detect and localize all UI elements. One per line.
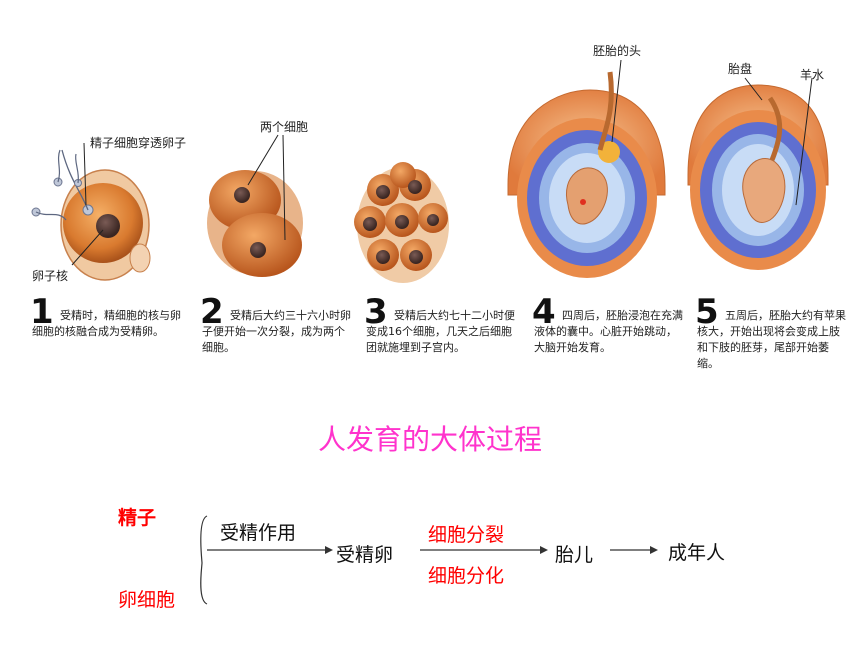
step-number: 3 (364, 292, 388, 332)
flow-adult: 成年人 (668, 542, 726, 564)
step-text: 四周后，胚胎浸泡在充满液体的囊中。心脏开始跳动，大脑开始发育。 (534, 309, 683, 354)
stage3-morula (354, 162, 449, 283)
flow-sperm: 精子 (118, 507, 157, 529)
flow-differentiation: 细胞分化 (428, 565, 505, 587)
label-two-cells: 两个细胞 (260, 120, 309, 134)
step-number: 4 (532, 292, 556, 332)
step-text: 受精后大约三十六小时卵子便开始一次分裂，成为两个细胞。 (202, 309, 351, 354)
step-text: 受精后大约七十二小时便变成16个细胞，几天之后细胞团就施埋到子宫内。 (366, 309, 515, 354)
label-placenta: 胎盘 (728, 62, 753, 76)
step-text: 受精时，精细胞的核与卵细胞的核融合成为受精卵。 (32, 309, 181, 338)
label-egg-nucleus: 卵子核 (32, 269, 69, 283)
stage5-embryo (687, 77, 829, 270)
label-embryo-head: 胚胎的头 (593, 44, 642, 58)
illustrations (31, 59, 829, 283)
page-title: 人发育的大体过程 (317, 423, 542, 456)
flow-fetus: 胎儿 (555, 544, 594, 566)
flow-division: 细胞分裂 (428, 524, 505, 546)
label-sperm-penetrates: 精子细胞穿透卵子 (90, 136, 187, 150)
flow-egg: 卵细胞 (118, 589, 176, 611)
step-number: 5 (695, 292, 719, 332)
flow-zygote: 受精卵 (336, 544, 394, 566)
flow-fertilization: 受精作用 (220, 522, 297, 544)
step-number: 1 (30, 292, 54, 332)
stage1-egg (31, 142, 151, 281)
step-text: 五周后，胚胎大约有苹果核大，开始出现将会变成上肢和下肢的胚芽，尾部开始萎缩。 (697, 309, 846, 370)
stage4-embryo (507, 59, 666, 278)
label-amniotic: 羊水 (800, 68, 825, 82)
stage2-two-cells (207, 134, 303, 277)
step-number: 2 (200, 292, 224, 332)
